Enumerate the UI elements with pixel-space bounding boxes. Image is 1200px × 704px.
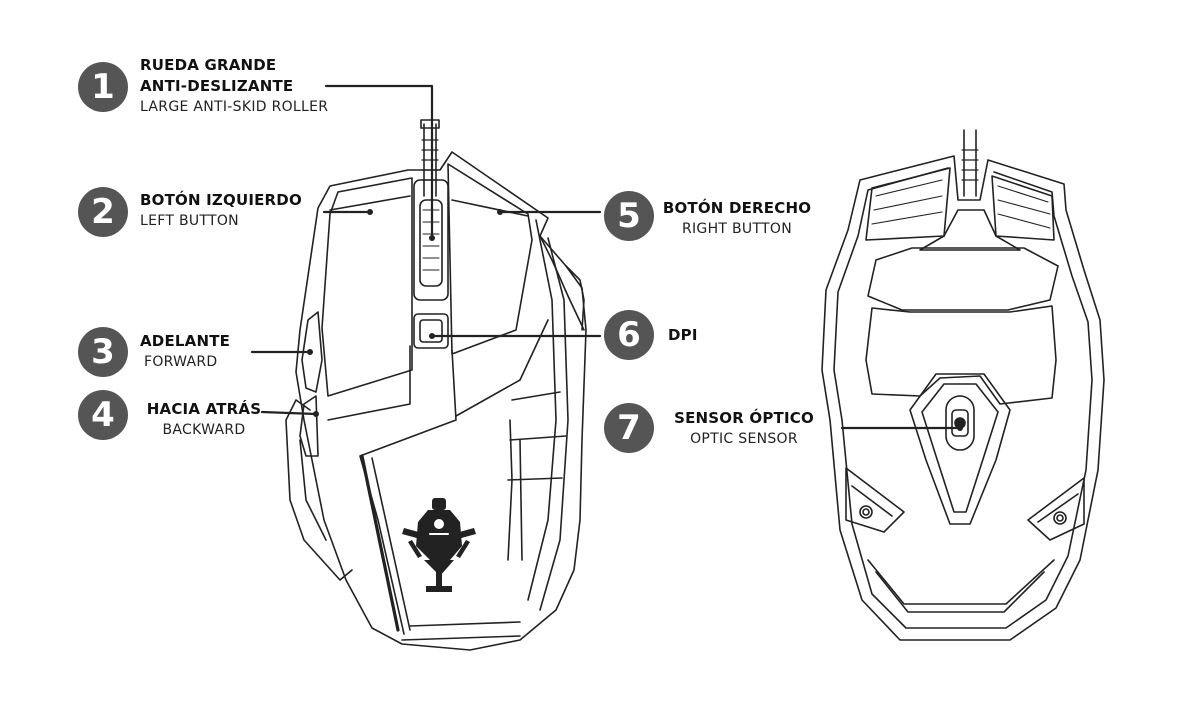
callout-1-label-es: RUEDA GRANDE [140, 56, 277, 74]
callout-4-label-en: BACKWARD [162, 422, 246, 438]
callout-4-label-es: HACIA ATRÁS [146, 400, 262, 418]
callout-6-badge: 6 [604, 310, 654, 360]
callout-1-label-en: LARGE ANTI-SKID ROLLER [140, 99, 329, 115]
callout-1-badge: 1 [78, 62, 128, 112]
callout-7-label-es: SENSOR ÓPTICO [674, 409, 814, 427]
leader-lines [250, 84, 962, 430]
callout-7-label: SENSOR ÓPTICO OPTIC SENSOR [664, 408, 824, 450]
mouse-bottom-view [821, 129, 1105, 641]
callout-2-label: BOTÓN IZQUIERDO LEFT BUTTON [140, 190, 302, 232]
callout-3-label: ADELANTE FORWARD [140, 331, 230, 373]
callout-4-badge: 4 [78, 390, 128, 440]
callout-6-label-es: DPI [668, 326, 698, 344]
callout-4-label: HACIA ATRÁS BACKWARD [138, 399, 270, 441]
callout-1-label-es-2: ANTI-DESLIZANTE [140, 77, 294, 95]
callout-3-label-es: ADELANTE [140, 332, 231, 350]
callout-7-label-en: OPTIC SENSOR [690, 431, 798, 447]
callout-5-label-es: BOTÓN DERECHO [662, 199, 812, 217]
brand-logo-icon [402, 498, 476, 592]
callout-6-label: DPI [668, 325, 698, 346]
callout-2-badge: 2 [78, 187, 128, 237]
callout-5-badge: 5 [604, 191, 654, 241]
callout-2-label-es: BOTÓN IZQUIERDO [140, 191, 302, 209]
callout-7-badge: 7 [604, 403, 654, 453]
callout-3-label-en: FORWARD [144, 354, 218, 370]
callout-3-badge: 3 [78, 327, 128, 377]
callout-5-label: BOTÓN DERECHO RIGHT BUTTON [662, 198, 812, 240]
callout-5-label-en: RIGHT BUTTON [681, 221, 793, 237]
callout-2-label-en: LEFT BUTTON [140, 213, 239, 229]
callout-1-label: RUEDA GRANDE ANTI-DESLIZANTE LARGE ANTI-… [140, 55, 328, 118]
